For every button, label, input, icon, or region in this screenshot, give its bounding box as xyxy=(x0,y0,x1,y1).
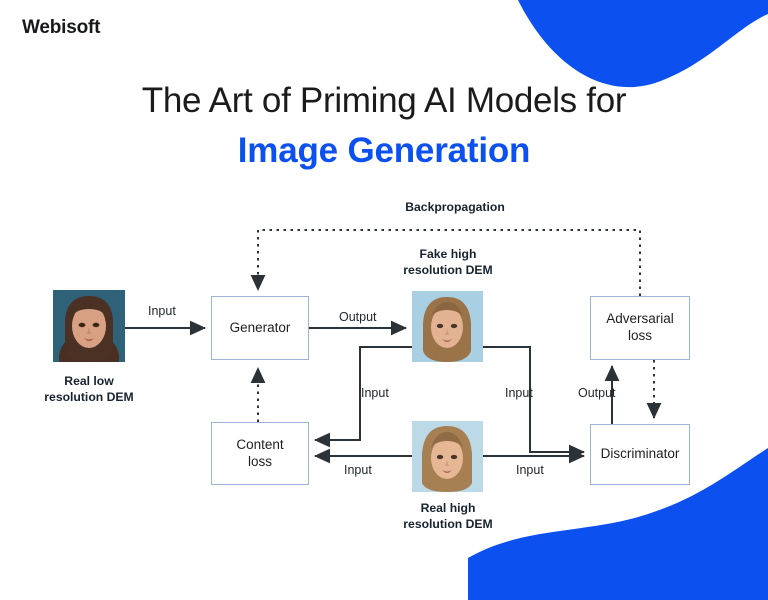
caption-fake-high-line1: Fake high xyxy=(419,247,477,261)
image-real-high-resolution-dem xyxy=(412,421,483,492)
page-title: The Art of Priming AI Models for Image G… xyxy=(0,80,768,173)
edge-backpropagation xyxy=(250,229,641,296)
title-line-1: The Art of Priming AI Models for xyxy=(141,81,627,120)
node-adversarial-loss[interactable]: Adversarial loss xyxy=(590,296,690,360)
node-discriminator-label: Discriminator xyxy=(600,446,680,462)
node-adversarial-loss-label: Adversarial loss xyxy=(606,311,674,345)
edge-label-input-to-generator: Input xyxy=(148,304,176,318)
caption-real-high-resolution-dem: Real high resolution DEM xyxy=(383,500,513,533)
caption-real-low-line1: Real low xyxy=(64,374,114,388)
edge-label-input-fake-to-discriminator: Input xyxy=(505,386,533,400)
node-adversarial-loss-line1: Adversarial xyxy=(606,311,674,327)
node-generator[interactable]: Generator xyxy=(211,296,309,360)
edge-label-input-real-to-discriminator: Input xyxy=(516,463,544,477)
node-discriminator[interactable]: Discriminator xyxy=(590,424,690,485)
edge-fake-to-discriminator xyxy=(483,346,585,460)
node-generator-label: Generator xyxy=(229,319,291,335)
caption-real-low-line2: resolution DEM xyxy=(44,390,134,405)
node-content-loss-line2: loss xyxy=(247,453,272,469)
edge-label-output-of-generator: Output xyxy=(339,310,377,324)
node-content-loss[interactable]: Content loss xyxy=(211,422,309,485)
edge-label-output-of-discriminator: Output xyxy=(578,386,616,400)
title-line-2: Image Generation xyxy=(237,131,531,171)
brand-logo: Webisoft xyxy=(22,17,101,38)
label-backpropagation: Backpropagation xyxy=(405,200,505,214)
edge-label-input-real-to-content-loss: Input xyxy=(344,463,372,477)
caption-real-high-line1: Real high xyxy=(420,501,476,515)
node-content-loss-label: Content loss xyxy=(236,437,283,471)
node-content-loss-line1: Content xyxy=(236,436,284,452)
caption-real-low-resolution-dem: Real low resolution DEM xyxy=(18,373,160,406)
node-adversarial-loss-line2: loss xyxy=(627,328,652,343)
caption-real-high-line2: resolution DEM xyxy=(403,517,493,532)
edge-label-input-fake-to-content-loss: Input xyxy=(361,386,389,400)
caption-fake-high-resolution-dem: Fake high resolution DEM xyxy=(383,246,513,279)
image-fake-high-resolution-dem xyxy=(412,291,483,362)
image-real-low-resolution-dem xyxy=(53,290,125,362)
caption-fake-high-line2: resolution DEM xyxy=(403,263,493,278)
